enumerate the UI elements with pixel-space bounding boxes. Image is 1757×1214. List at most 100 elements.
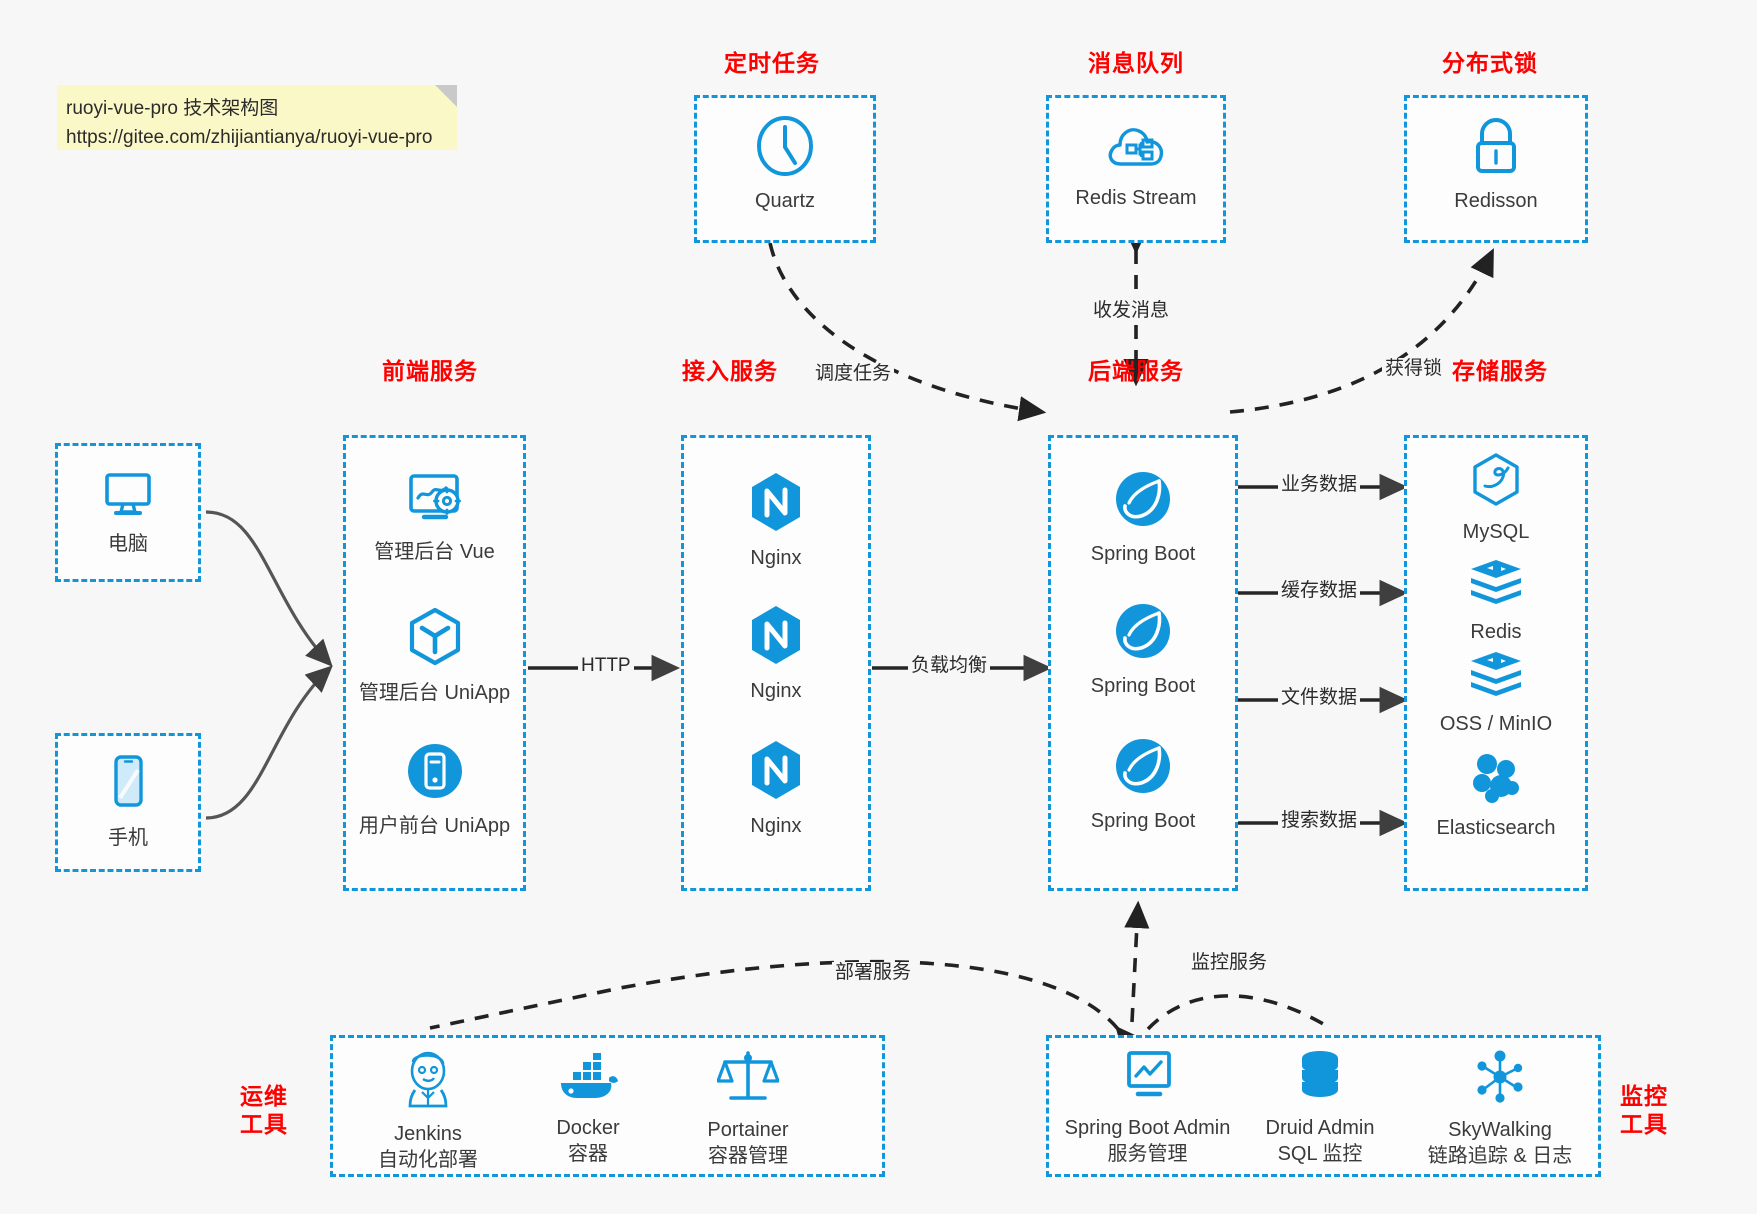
group-title-message-queue: 消息队列	[1088, 50, 1184, 76]
node-redis-stream[interactable]: Redis Stream	[1046, 118, 1226, 211]
node-label: Portainer	[707, 1119, 789, 1141]
node-sublabel: 链路追踪 & 日志	[1427, 1145, 1573, 1168]
monitor-title-line2: 工具	[1620, 1111, 1668, 1138]
edge-label-monitor-service: 监控服务	[1188, 952, 1271, 975]
database-icon	[1292, 1048, 1348, 1109]
node-jenkins[interactable]: Jenkins 自动化部署	[340, 1048, 516, 1174]
edge-label-acquire-lock: 获得锁	[1382, 358, 1446, 381]
edge-label-business-data: 业务数据	[1278, 474, 1361, 497]
note-fold-corner	[435, 85, 457, 107]
note-line-url: https://gitee.com/zhijiantianya/ruoyi-vu…	[66, 127, 433, 149]
node-redis[interactable]: Redis	[1404, 558, 1588, 645]
cloud-queue-icon	[1105, 118, 1167, 179]
jenkins-icon	[399, 1048, 457, 1115]
node-admin-vue[interactable]: 管理后台 Vue	[343, 470, 526, 565]
node-label: Redis Stream	[1075, 187, 1197, 209]
edge-label-load-balance: 负载均衡	[908, 655, 991, 678]
edge-label-schedule-task: 调度任务	[812, 363, 895, 386]
lock-icon	[1467, 115, 1525, 182]
dashboard-screen-icon	[402, 470, 468, 533]
node-nginx-3[interactable]: Nginx	[681, 738, 871, 839]
node-computer[interactable]: 电脑	[55, 466, 201, 557]
group-title-frontend-service: 前端服务	[382, 358, 478, 384]
node-nginx-1[interactable]: Nginx	[681, 470, 871, 571]
group-title-storage-service: 存储服务	[1452, 358, 1548, 384]
devops-title-line1: 运维	[240, 1083, 288, 1109]
node-redisson[interactable]: Redisson	[1404, 115, 1588, 214]
monitor-chart-icon	[1117, 1048, 1179, 1109]
node-label: Spring Boot Admin	[1064, 1117, 1231, 1139]
node-label: 手机	[108, 827, 148, 849]
skywalking-nodes-icon	[1471, 1048, 1529, 1111]
node-docker[interactable]: Docker 容器	[500, 1048, 676, 1168]
nginx-icon	[746, 603, 806, 672]
node-label: 管理后台 UniApp	[358, 682, 511, 704]
edge-label-cache-data: 缓存数据	[1278, 580, 1361, 603]
nginx-icon	[746, 738, 806, 807]
sticky-note: ruoyi-vue-pro 技术架构图 https://gitee.com/zh…	[57, 85, 457, 150]
node-skywalking[interactable]: SkyWalking 链路追踪 & 日志	[1400, 1048, 1600, 1170]
node-label: Nginx	[750, 680, 802, 702]
mysql-icon	[1469, 452, 1523, 513]
edge-label-deploy-service: 部署服务	[832, 962, 915, 985]
node-elasticsearch[interactable]: Elasticsearch	[1404, 752, 1588, 841]
redis-stack-icon	[1467, 558, 1525, 613]
docker-whale-icon	[555, 1048, 621, 1109]
node-spring-boot-2[interactable]: Spring Boot	[1048, 600, 1238, 699]
elasticsearch-icon	[1468, 752, 1524, 809]
node-label: Jenkins	[394, 1123, 462, 1145]
mobile-phone-icon	[104, 752, 152, 819]
node-sublabel: 容器	[568, 1143, 608, 1166]
node-oss-minio[interactable]: OSS / MinIO	[1404, 650, 1588, 737]
node-phone[interactable]: 手机	[55, 752, 201, 851]
group-title-monitor-tools: 监控 工具	[1608, 1082, 1680, 1138]
edge-label-http: HTTP	[578, 655, 634, 678]
node-label: Spring Boot	[1090, 810, 1196, 832]
node-label: OSS / MinIO	[1439, 713, 1553, 735]
group-box-devops-tools	[330, 1035, 885, 1177]
node-label: SkyWalking	[1448, 1119, 1552, 1141]
node-druid-admin[interactable]: Druid Admin SQL 监控	[1232, 1048, 1408, 1168]
group-title-backend-service: 后端服务	[1088, 358, 1184, 384]
node-label: Quartz	[754, 190, 816, 212]
node-label: Redisson	[1454, 190, 1538, 212]
group-title-distributed-lock: 分布式锁	[1442, 50, 1538, 76]
mobile-app-circle-icon	[404, 740, 466, 807]
nginx-icon	[746, 470, 806, 539]
node-mysql[interactable]: MySQL	[1404, 452, 1588, 545]
node-user-uniapp[interactable]: 用户前台 UniApp	[343, 740, 526, 839]
edge-label-send-receive-message: 收发消息	[1090, 300, 1173, 323]
group-title-gateway-service: 接入服务	[682, 358, 778, 384]
node-sublabel: 自动化部署	[378, 1149, 478, 1172]
spring-boot-icon	[1112, 735, 1174, 802]
node-quartz[interactable]: Quartz	[694, 115, 876, 214]
node-spring-boot-3[interactable]: Spring Boot	[1048, 735, 1238, 834]
note-line-title: ruoyi-vue-pro 技术架构图	[66, 98, 279, 119]
node-nginx-2[interactable]: Nginx	[681, 603, 871, 704]
monitor-title-line1: 监控	[1620, 1083, 1668, 1109]
oss-stack-icon	[1467, 650, 1525, 705]
group-title-scheduled-task: 定时任务	[724, 50, 820, 76]
node-sublabel: 服务管理	[1107, 1143, 1188, 1166]
node-sublabel: SQL 监控	[1277, 1143, 1363, 1166]
edge-label-file-data: 文件数据	[1278, 687, 1361, 710]
node-label: 管理后台 Vue	[374, 541, 495, 563]
node-spring-boot-1[interactable]: Spring Boot	[1048, 468, 1238, 567]
node-label: Docker	[556, 1117, 620, 1139]
clock-icon	[755, 115, 815, 182]
node-sublabel: 容器管理	[708, 1145, 788, 1168]
node-portainer[interactable]: Portainer 容器管理	[660, 1048, 836, 1170]
spring-boot-icon	[1112, 468, 1174, 535]
node-label: Redis	[1470, 621, 1522, 643]
node-label: MySQL	[1462, 521, 1530, 543]
node-admin-uniapp[interactable]: 管理后台 UniApp	[343, 605, 526, 706]
node-spring-boot-admin[interactable]: Spring Boot Admin 服务管理	[1050, 1048, 1245, 1168]
node-label: Elasticsearch	[1436, 817, 1556, 839]
group-box-message-queue	[1046, 95, 1226, 243]
desktop-monitor-icon	[98, 466, 158, 525]
devops-title-line2: 工具	[240, 1111, 288, 1138]
hexagon-cube-icon	[404, 605, 466, 674]
node-label: 用户前台 UniApp	[358, 815, 511, 837]
node-label: Druid Admin	[1265, 1117, 1375, 1139]
